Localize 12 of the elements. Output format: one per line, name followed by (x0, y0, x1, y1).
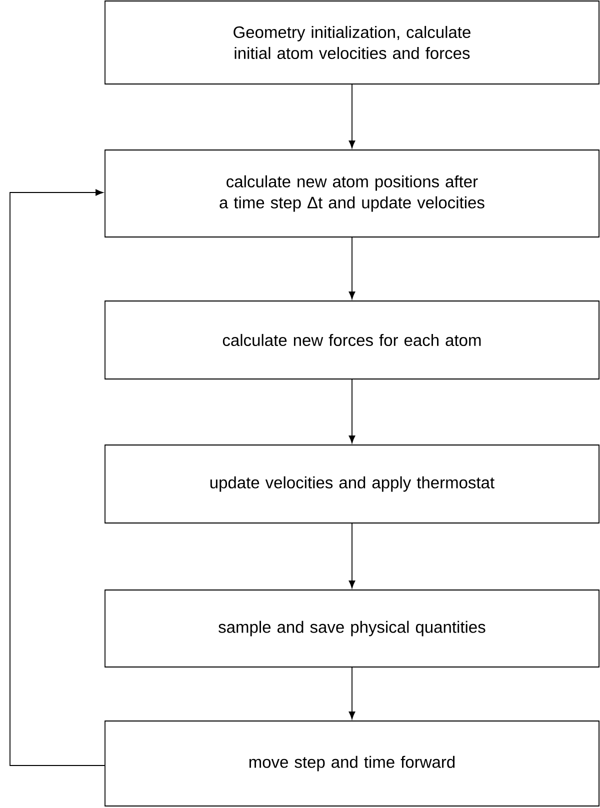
arrow (348, 379, 356, 444)
arrow (10, 189, 105, 766)
process-box: sample and save physical quantities (104, 590, 600, 668)
process-box: Geometry initialization, calculate initial atom velocities and forces (104, 0, 600, 84)
arrow (348, 523, 356, 588)
process-box: update velocities and apply thermostat (104, 444, 600, 524)
arrow (348, 667, 356, 720)
arrow (348, 237, 356, 300)
process-box: move step and time forward (104, 720, 600, 806)
arrow (348, 84, 356, 148)
process-box: calculate new forces for each atom (104, 300, 600, 380)
process-box: calculate new atom positions after a time step Δt and update velocities (104, 150, 600, 238)
